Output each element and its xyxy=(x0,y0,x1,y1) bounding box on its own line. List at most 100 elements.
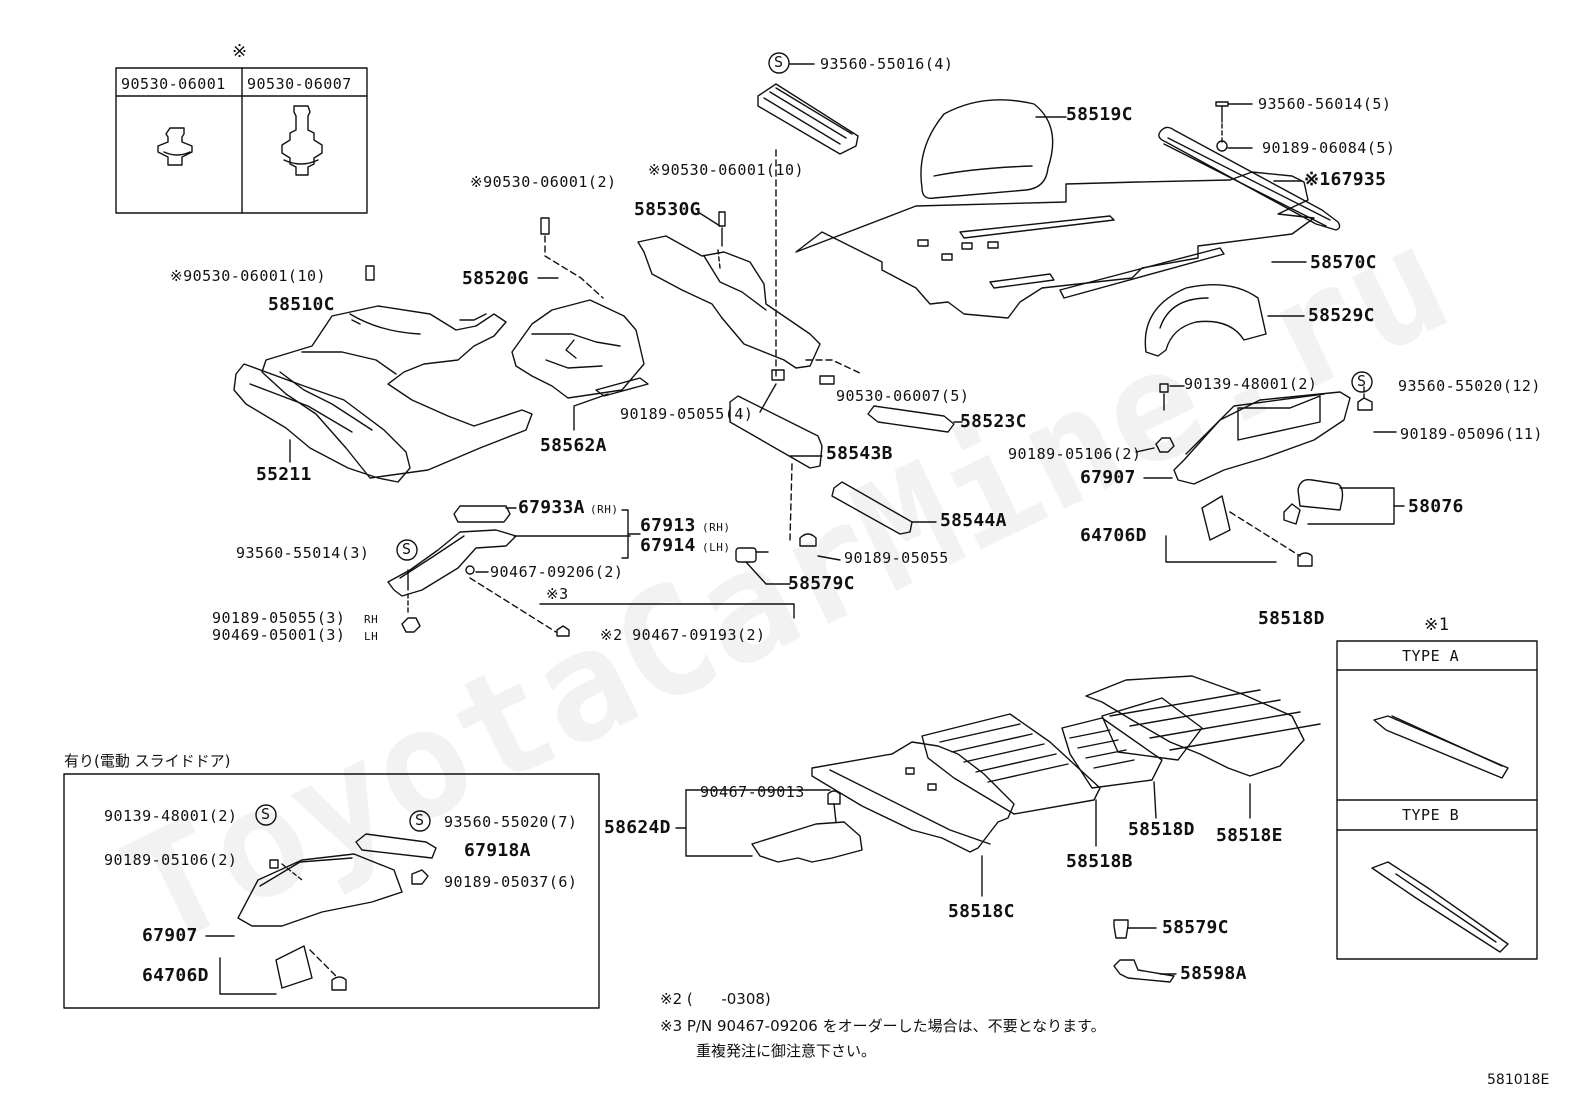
inset-col2-header: 90530-06007 xyxy=(247,75,352,93)
part-58624D xyxy=(675,789,863,863)
part-58523C xyxy=(867,405,963,433)
label-90139-48001-2: 90139-48001(2) xyxy=(1184,375,1318,393)
label-58518D: 58518D xyxy=(1128,819,1195,840)
label-b-64706D: 64706D xyxy=(142,965,209,986)
label-93560-56014: 93560-56014(5) xyxy=(1258,95,1392,113)
part-58544A xyxy=(831,481,937,535)
s-symbol: S xyxy=(774,53,784,71)
label-58579C-a: 58579C xyxy=(788,573,855,594)
label-90530-06001-2: ※90530-06001(2) xyxy=(470,173,617,191)
label-67914-side: (LH) xyxy=(702,541,731,554)
part-58598A xyxy=(1113,959,1177,983)
part-58518E xyxy=(1085,675,1321,819)
clip-90189-05096 xyxy=(1357,383,1397,433)
inset-col1-header: 90530-06001 xyxy=(121,75,226,93)
label-90189-05055-3-side: RH xyxy=(364,613,379,626)
part-58543B xyxy=(729,395,823,541)
inset-clip-table xyxy=(115,67,368,214)
screw-93560-56014 xyxy=(1215,101,1253,143)
label-58543B: 58543B xyxy=(826,443,893,464)
label-58529C: 58529C xyxy=(1308,305,1375,326)
label-90467-09193: ※2 90467-09193(2) xyxy=(600,626,766,644)
part-58518C xyxy=(811,741,1015,897)
part-58518B xyxy=(1061,717,1163,847)
label-167935: ※167935 xyxy=(1304,169,1387,190)
part-67907-a xyxy=(1135,383,1351,485)
part-67913-67914 xyxy=(387,509,641,633)
note-3-line2: 重複発注に御注意下さい。 xyxy=(696,1042,877,1060)
part-58076 xyxy=(1283,479,1405,525)
label-58544A: 58544A xyxy=(940,510,1007,531)
clip-90530-06007-5 xyxy=(805,359,863,385)
label-93560-55014: 93560-55014(3) xyxy=(236,544,370,562)
label-58562A: 58562A xyxy=(540,435,607,456)
part-58529C xyxy=(1144,283,1305,357)
note-2: ※2 ( -0308) xyxy=(660,990,771,1008)
label-90189-05106-2: 90189-05106(2) xyxy=(1008,445,1142,463)
label-b-90139-48001: 90139-48001(2) xyxy=(104,807,238,825)
label-58523C: 58523C xyxy=(960,411,1027,432)
label-58510C: 58510C xyxy=(268,294,335,315)
note-3-line1: ※3 P/N 90467-09206 をオーダーした場合は、不要となります。 xyxy=(660,1017,1106,1035)
label-93560-55020-12: 93560-55020(12) xyxy=(1398,377,1541,395)
label-b-90189-05037: 90189-05037(6) xyxy=(444,873,578,891)
label-b-90189-05106: 90189-05106(2) xyxy=(104,851,238,869)
part-58518-middle xyxy=(921,713,1101,815)
label-b-67907: 67907 xyxy=(142,925,198,946)
label-90189-06084: 90189-06084(5) xyxy=(1262,139,1396,157)
part-58530G xyxy=(637,211,821,369)
label-type-a: TYPE A xyxy=(1402,647,1460,665)
label-b-67918A: 67918A xyxy=(464,840,531,861)
label-90467-09206: 90467-09206(2) xyxy=(490,563,624,581)
part-58520G xyxy=(511,217,645,399)
nut-90189-06084 xyxy=(1216,140,1253,152)
part-167935 xyxy=(1158,126,1341,231)
s-symbol: S xyxy=(1357,372,1367,390)
part-58579C-a xyxy=(735,533,841,585)
label-star1: ※1 xyxy=(1424,615,1450,635)
label-58579C-b: 58579C xyxy=(1162,917,1229,938)
label-67914: 67914 xyxy=(640,535,696,556)
part-58518D xyxy=(1101,697,1203,819)
label-58598A: 58598A xyxy=(1180,963,1247,984)
part-64706D-a xyxy=(1165,495,1313,567)
label-64706D-a: 64706D xyxy=(1080,525,1147,546)
label-67913-side: (RH) xyxy=(702,521,731,534)
label-58518C: 58518C xyxy=(948,901,1015,922)
clip-90189-05055-4 xyxy=(759,369,785,413)
part-58562A xyxy=(573,377,649,431)
s-symbol: S xyxy=(261,805,271,823)
s-symbol: S xyxy=(402,540,412,558)
part-58579C-b xyxy=(1113,919,1157,939)
part-58519C xyxy=(920,99,1067,199)
label-58518D-top: 58518D xyxy=(1258,608,1325,629)
label-58519C: 58519C xyxy=(1066,104,1133,125)
label-90189-05096: 90189-05096(11) xyxy=(1400,425,1543,443)
label-58518B: 58518B xyxy=(1066,851,1133,872)
label-67913: 67913 xyxy=(640,515,696,536)
label-star3: ※3 xyxy=(546,585,569,603)
nut-90467-09206 xyxy=(465,565,795,637)
label-90467-09013: 90467-09013 xyxy=(700,783,805,801)
label-58530G: 58530G xyxy=(634,199,701,220)
label-90530-06001-10-b: ※90530-06001(10) xyxy=(170,267,327,285)
label-90189-05055: 90189-05055 xyxy=(844,549,949,567)
label-type-b: TYPE B xyxy=(1402,806,1460,824)
part-93560-55016-strip xyxy=(757,63,859,381)
label-58624D: 58624D xyxy=(604,817,671,838)
label-58076: 58076 xyxy=(1408,496,1464,517)
inset-type-table xyxy=(1336,640,1538,960)
diagram-id: 581018E xyxy=(1487,1072,1550,1088)
label-90530-06007-5: 90530-06007(5) xyxy=(836,387,970,405)
inset-marker: ※ xyxy=(232,41,248,62)
inset-power-slide-door xyxy=(63,773,600,1009)
label-58570C: 58570C xyxy=(1310,252,1377,273)
part-67933A xyxy=(453,505,517,523)
label-55211: 55211 xyxy=(256,464,312,485)
label-90469-05001: 90469-05001(3) xyxy=(212,626,346,644)
s-circle-symbols xyxy=(255,52,1373,832)
inset-bottom-title: 有り(電動 スライドドア) xyxy=(64,752,231,770)
label-90189-05055-3: 90189-05055(3) xyxy=(212,609,346,627)
